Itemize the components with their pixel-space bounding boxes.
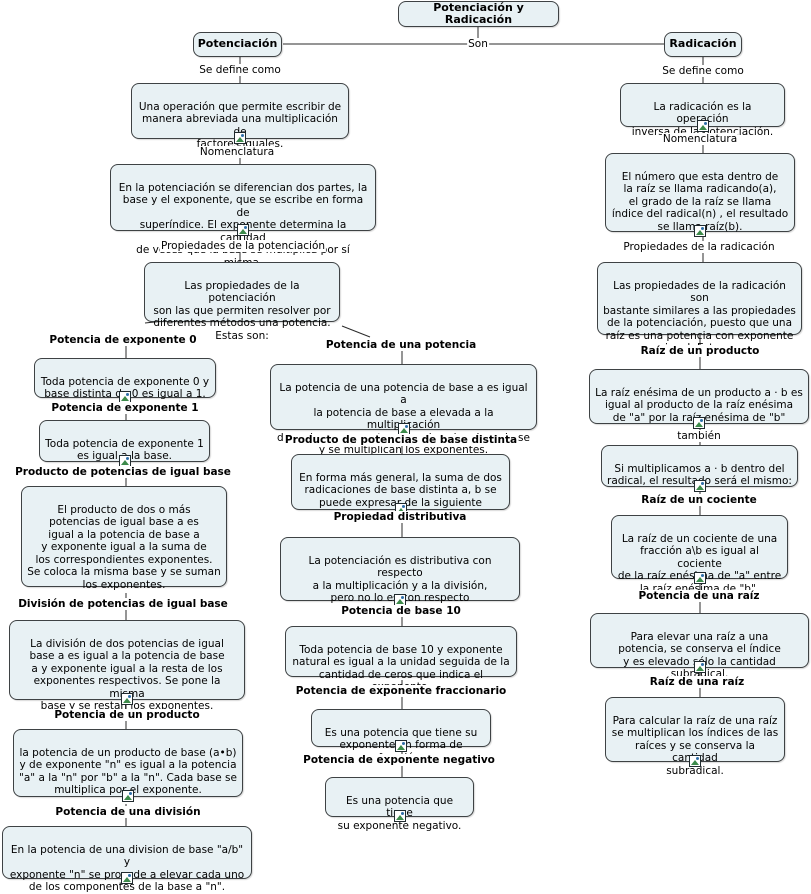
left-node-1[interactable]: Toda potencia de exponente 1 es igual a …	[39, 420, 210, 467]
pot-definition-node[interactable]: Una operación que permite escribir de ma…	[131, 83, 349, 150]
image-icon[interactable]	[234, 132, 246, 144]
rad-node-2[interactable]: La raíz de un cociente de una fracción a…	[611, 515, 788, 595]
left-node-0[interactable]: Toda potencia de exponente 0 y base dist…	[34, 358, 216, 403]
left-text-4: la potencia de un producto de base (a•b)…	[19, 746, 237, 797]
left-node-5[interactable]: En la potencia de una division de base "…	[2, 826, 252, 893]
image-icon[interactable]	[237, 224, 249, 236]
mid-node-5[interactable]: Es una potencia que tiene su exponente n…	[325, 777, 474, 832]
rad-propiedades-node[interactable]: Las propiedades de la radicación son bas…	[597, 262, 802, 354]
left-label-0: Potencia de exponente 0	[48, 334, 198, 346]
rad-text-2: La raíz de un cociente de una fracción a…	[617, 532, 782, 595]
image-icon[interactable]	[694, 225, 706, 237]
mid-node-3[interactable]: Toda potencia de base 10 y exponente nat…	[285, 626, 517, 693]
radicacion-node[interactable]: Radicación	[664, 32, 742, 57]
rad-nomenclatura-label: Nomenclatura	[661, 133, 739, 145]
mid-label-0: Potencia de una potencia	[324, 339, 478, 351]
rad-text-4: Para calcular la raíz de una raíz se mul…	[611, 714, 779, 777]
image-icon[interactable]	[689, 755, 701, 767]
rad-definition-node[interactable]: La radicación es la operación inversa de…	[620, 83, 785, 138]
image-icon[interactable]	[121, 872, 133, 884]
pot-nomenclatura-label: Nomenclatura	[198, 146, 276, 158]
root-node[interactable]: Potenciación y Radicación	[398, 1, 559, 27]
rad-se-define-label: Se define como	[661, 65, 745, 77]
left-text-5: En la potencia de una division de base "…	[9, 843, 245, 894]
potenciacion-node[interactable]: Potenciación	[193, 32, 282, 57]
left-text-3: La división de dos potencias de igual ba…	[29, 637, 225, 713]
left-label-3: División de potencias de igual base	[17, 598, 229, 610]
rad-node-4[interactable]: Para calcular la raíz de una raíz se mul…	[605, 697, 785, 777]
rad-text-0: La raíz enésima de un producto a · b es …	[595, 386, 803, 424]
pot-propiedades-node[interactable]: Las propiedades de la potenciación son l…	[144, 262, 340, 342]
image-icon[interactable]	[121, 693, 133, 705]
rad-propiedades-label: Propiedades de la radicación	[622, 241, 776, 253]
mid-node-1[interactable]: En forma más general, la suma de dos rad…	[291, 454, 510, 521]
rad-text-1: Si multiplicamos a · b dentro del radica…	[607, 462, 792, 488]
son-link-label: Son	[467, 38, 489, 50]
left-node-3[interactable]: La división de dos potencias de igual ba…	[9, 620, 245, 712]
left-node-2[interactable]: El producto de dos o más potencias de ig…	[21, 486, 227, 591]
left-label-5: Potencia de una división	[54, 806, 202, 818]
image-icon[interactable]	[395, 740, 407, 752]
image-icon[interactable]	[693, 480, 706, 492]
rad-node-0[interactable]: La raíz enésima de un producto a · b es …	[589, 369, 809, 429]
pot-propiedades-label: Propiedades de la potenciación	[159, 240, 327, 252]
mid-label-5: Potencia de exponente negativo	[302, 754, 496, 766]
mid-label-1: Producto de potencias de base distinta	[283, 434, 519, 446]
rad-label-0: Raíz de un producto	[639, 345, 761, 357]
mid-label-4: Potencia de exponente fraccionario	[294, 685, 508, 697]
left-label-4: Potencia de un producto	[53, 709, 201, 721]
rad-node-3[interactable]: Para elevar una raíz a una potencia, se …	[590, 613, 809, 680]
image-icon[interactable]	[122, 790, 134, 802]
mid-node-0[interactable]: La potencia de una potencia de base a es…	[270, 364, 537, 456]
mid-node-4[interactable]: Es una potencia que tiene su exponente e…	[311, 709, 491, 764]
left-label-2: Producto de potencias de igual base	[14, 466, 232, 478]
rad-label-3: Potencia de una raíz	[637, 590, 761, 602]
image-icon[interactable]	[693, 661, 706, 673]
left-label-1: Potencia de exponente 1	[50, 402, 200, 414]
pot-nomenclatura-node[interactable]: En la potenciación se diferencian dos pa…	[110, 164, 376, 269]
left-text-1: Toda potencia de exponente 1 es igual a …	[45, 437, 204, 463]
rad-nomenclatura-node[interactable]: El número que esta dentro de la raíz se …	[605, 153, 795, 237]
pot-propiedades-text: Las propiedades de la potenciación son l…	[153, 279, 331, 342]
image-icon[interactable]	[693, 417, 705, 429]
image-icon[interactable]	[696, 120, 709, 132]
pot-se-define-label: Se define como	[198, 64, 282, 76]
rad-nomenclatura-text: El número que esta dentro de la raíz se …	[611, 170, 789, 233]
left-node-4[interactable]: la potencia de un producto de base (a•b)…	[13, 729, 243, 802]
left-text-2: El producto de dos o más potencias de ig…	[27, 503, 221, 591]
mid-label-3: Potencia de base 10	[340, 605, 462, 617]
rad-label-1: también	[676, 430, 722, 442]
rad-label-4: Raíz de una raíz	[648, 676, 746, 688]
mid-node-2[interactable]: La potenciación es distributiva con resp…	[280, 537, 520, 617]
rad-node-1[interactable]: Si multiplicamos a · b dentro del radica…	[601, 445, 798, 492]
rad-definition-text: La radicación es la operación inversa de…	[631, 100, 774, 138]
image-icon[interactable]	[693, 572, 706, 584]
mid-label-2: Propiedad distributiva	[332, 511, 468, 523]
rad-label-2: Raíz de un cociente	[640, 494, 758, 506]
image-icon[interactable]	[393, 810, 406, 822]
